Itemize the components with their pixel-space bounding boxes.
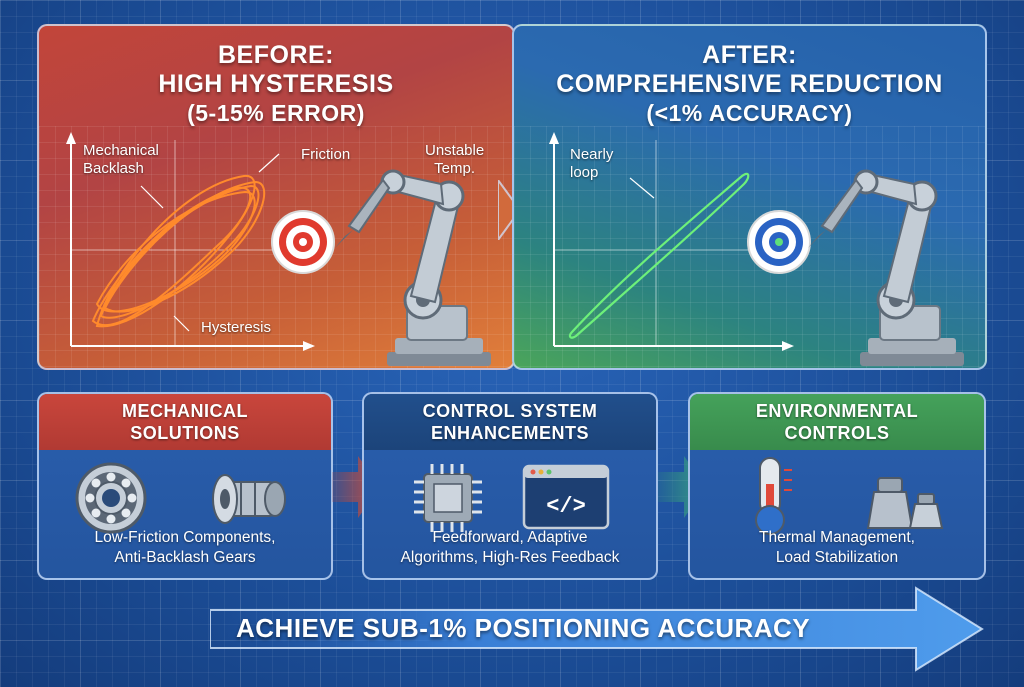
weights-icon <box>866 477 944 529</box>
microchip-icon <box>414 464 482 532</box>
thermometer-icon <box>755 457 792 535</box>
mechanical-icons <box>75 462 286 534</box>
mechanical-solutions-box: MECHANICAL SOLUTIONS <box>37 392 333 580</box>
before-title-line3: (5-15% ERROR) <box>187 100 365 126</box>
after-title-line1: AFTER: <box>702 41 797 69</box>
robot-arm-icon <box>335 169 491 366</box>
x-axis-arrow <box>782 341 794 351</box>
hysteresis-label: Hysteresis <box>201 319 272 336</box>
friction-leader <box>258 153 280 173</box>
y-axis-arrow <box>549 132 559 144</box>
friction-label: Friction <box>301 146 351 163</box>
before-title-line1: BEFORE: <box>218 41 334 69</box>
before-panel: BEFORE: HIGH HYSTERESIS (5-15% ERROR) <box>37 24 515 370</box>
control-icons: </> <box>414 464 610 532</box>
environmental-controls-header: ENVIRONMENTAL CONTROLS <box>690 394 984 450</box>
banner-text: ACHIEVE SUB-1% POSITIONING ACCURACY <box>236 613 811 643</box>
robot-arm-icon <box>808 169 964 366</box>
environmental-controls-box: ENVIRONMENTAL CONTROLS Thermal Managemen… <box>688 392 986 580</box>
mechanical-solutions-description: Low-Friction Components, Anti-Backlash G… <box>94 529 276 566</box>
hysteresis-chart <box>66 132 491 366</box>
target-red-icon <box>271 210 335 274</box>
code-glyph: </> <box>546 494 586 519</box>
control-system-header: CONTROL SYSTEM ENHANCEMENTS <box>364 394 656 450</box>
hysteresis-loops <box>91 174 266 328</box>
nearly-loop-label: Nearly loop <box>570 146 614 181</box>
environmental-icons <box>755 457 944 535</box>
mechanical-solutions-header: MECHANICAL SOLUTIONS <box>39 394 331 450</box>
reduced-loop-chart <box>549 132 964 366</box>
control-system-box: CONTROL SYSTEM ENHANCEMENTS </> <box>362 392 658 580</box>
x-axis-arrow <box>303 341 315 351</box>
ball-bearing-icon <box>75 462 147 534</box>
after-panel: AFTER: COMPREHENSIVE REDUCTION (<1% ACCU… <box>512 24 987 370</box>
y-axis-arrow <box>66 132 76 144</box>
narrow-loop <box>568 172 750 339</box>
banner-arrow-icon <box>210 586 984 672</box>
control-system-description: Feedforward, Adaptive Algorithms, High-R… <box>400 529 620 566</box>
after-title-line3: (<1% ACCURACY) <box>646 100 853 126</box>
before-title-line2: HIGH HYSTERESIS <box>158 70 394 98</box>
before-chart-area <box>39 126 513 368</box>
backlash-leader <box>140 185 164 209</box>
loop-leader <box>629 177 655 199</box>
gear-shaft-icon <box>212 474 286 524</box>
mechanical-backlash-label: Mechanical Backlash <box>83 142 159 177</box>
hysteresis-leader <box>173 315 190 332</box>
after-chart-area <box>514 126 985 368</box>
code-window-icon: </> <box>522 464 610 530</box>
before-after-arrow-icon <box>498 180 522 240</box>
target-blue-icon <box>747 210 811 274</box>
after-title-line2: COMPREHENSIVE REDUCTION <box>556 70 943 98</box>
unstable-temp-label: Unstable Temp. <box>425 142 485 177</box>
environmental-controls-description: Thermal Management, Load Stabilization <box>759 529 915 566</box>
